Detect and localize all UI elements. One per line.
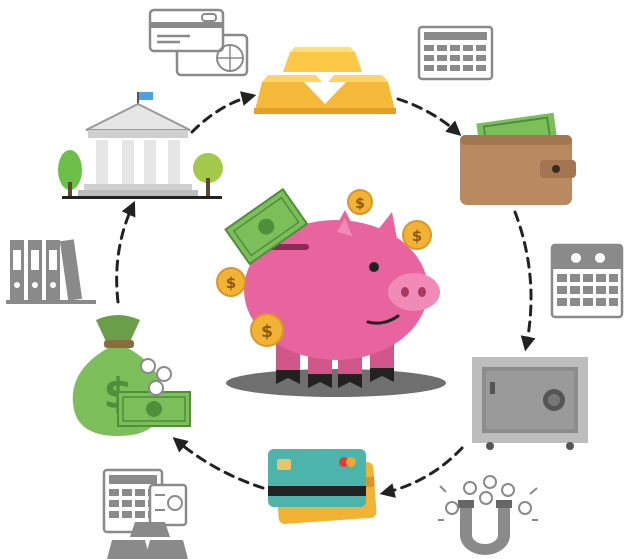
coin-symbol: $ (412, 227, 422, 245)
calendar-icon (550, 243, 624, 319)
coin-icon: $ (250, 313, 284, 347)
arrow-safe-to-cards (379, 446, 464, 498)
gold-bars-icon (254, 47, 396, 114)
piggy-shadow (226, 369, 446, 397)
binders-icon (6, 239, 96, 304)
calculator-receipt-icon (102, 468, 188, 559)
coin-symbol: $ (355, 196, 365, 212)
arrow-bank-to-gold (190, 91, 257, 134)
money-bag-coins (140, 358, 172, 396)
arrow-gold-to-wallet (396, 97, 462, 136)
tree-right-icon (193, 153, 223, 196)
credit-card-icon (268, 449, 377, 524)
wallet-icon (460, 112, 576, 205)
arrow-wallet-to-safe (513, 210, 536, 352)
coin-icon: $ (402, 220, 432, 250)
arrow-cards-to-bag (172, 437, 265, 490)
arrow-bag-to-bank (115, 200, 136, 304)
coin-icon: $ (347, 189, 373, 215)
banknote-icon (224, 187, 309, 266)
bank-icon (58, 92, 223, 199)
tree-left-icon (58, 150, 82, 196)
calculator-icon (417, 25, 494, 81)
coin-symbol: $ (261, 322, 273, 342)
coin-symbol: $ (226, 274, 236, 292)
coin-icon: $ (216, 267, 246, 297)
piggy-bank-icon (224, 187, 446, 397)
safe-icon (472, 357, 588, 450)
money-bag-icon: $ (72, 315, 191, 436)
coin-magnet-icon (438, 475, 538, 555)
bank-card-icon (148, 8, 249, 77)
cycle-arrows (115, 91, 536, 498)
